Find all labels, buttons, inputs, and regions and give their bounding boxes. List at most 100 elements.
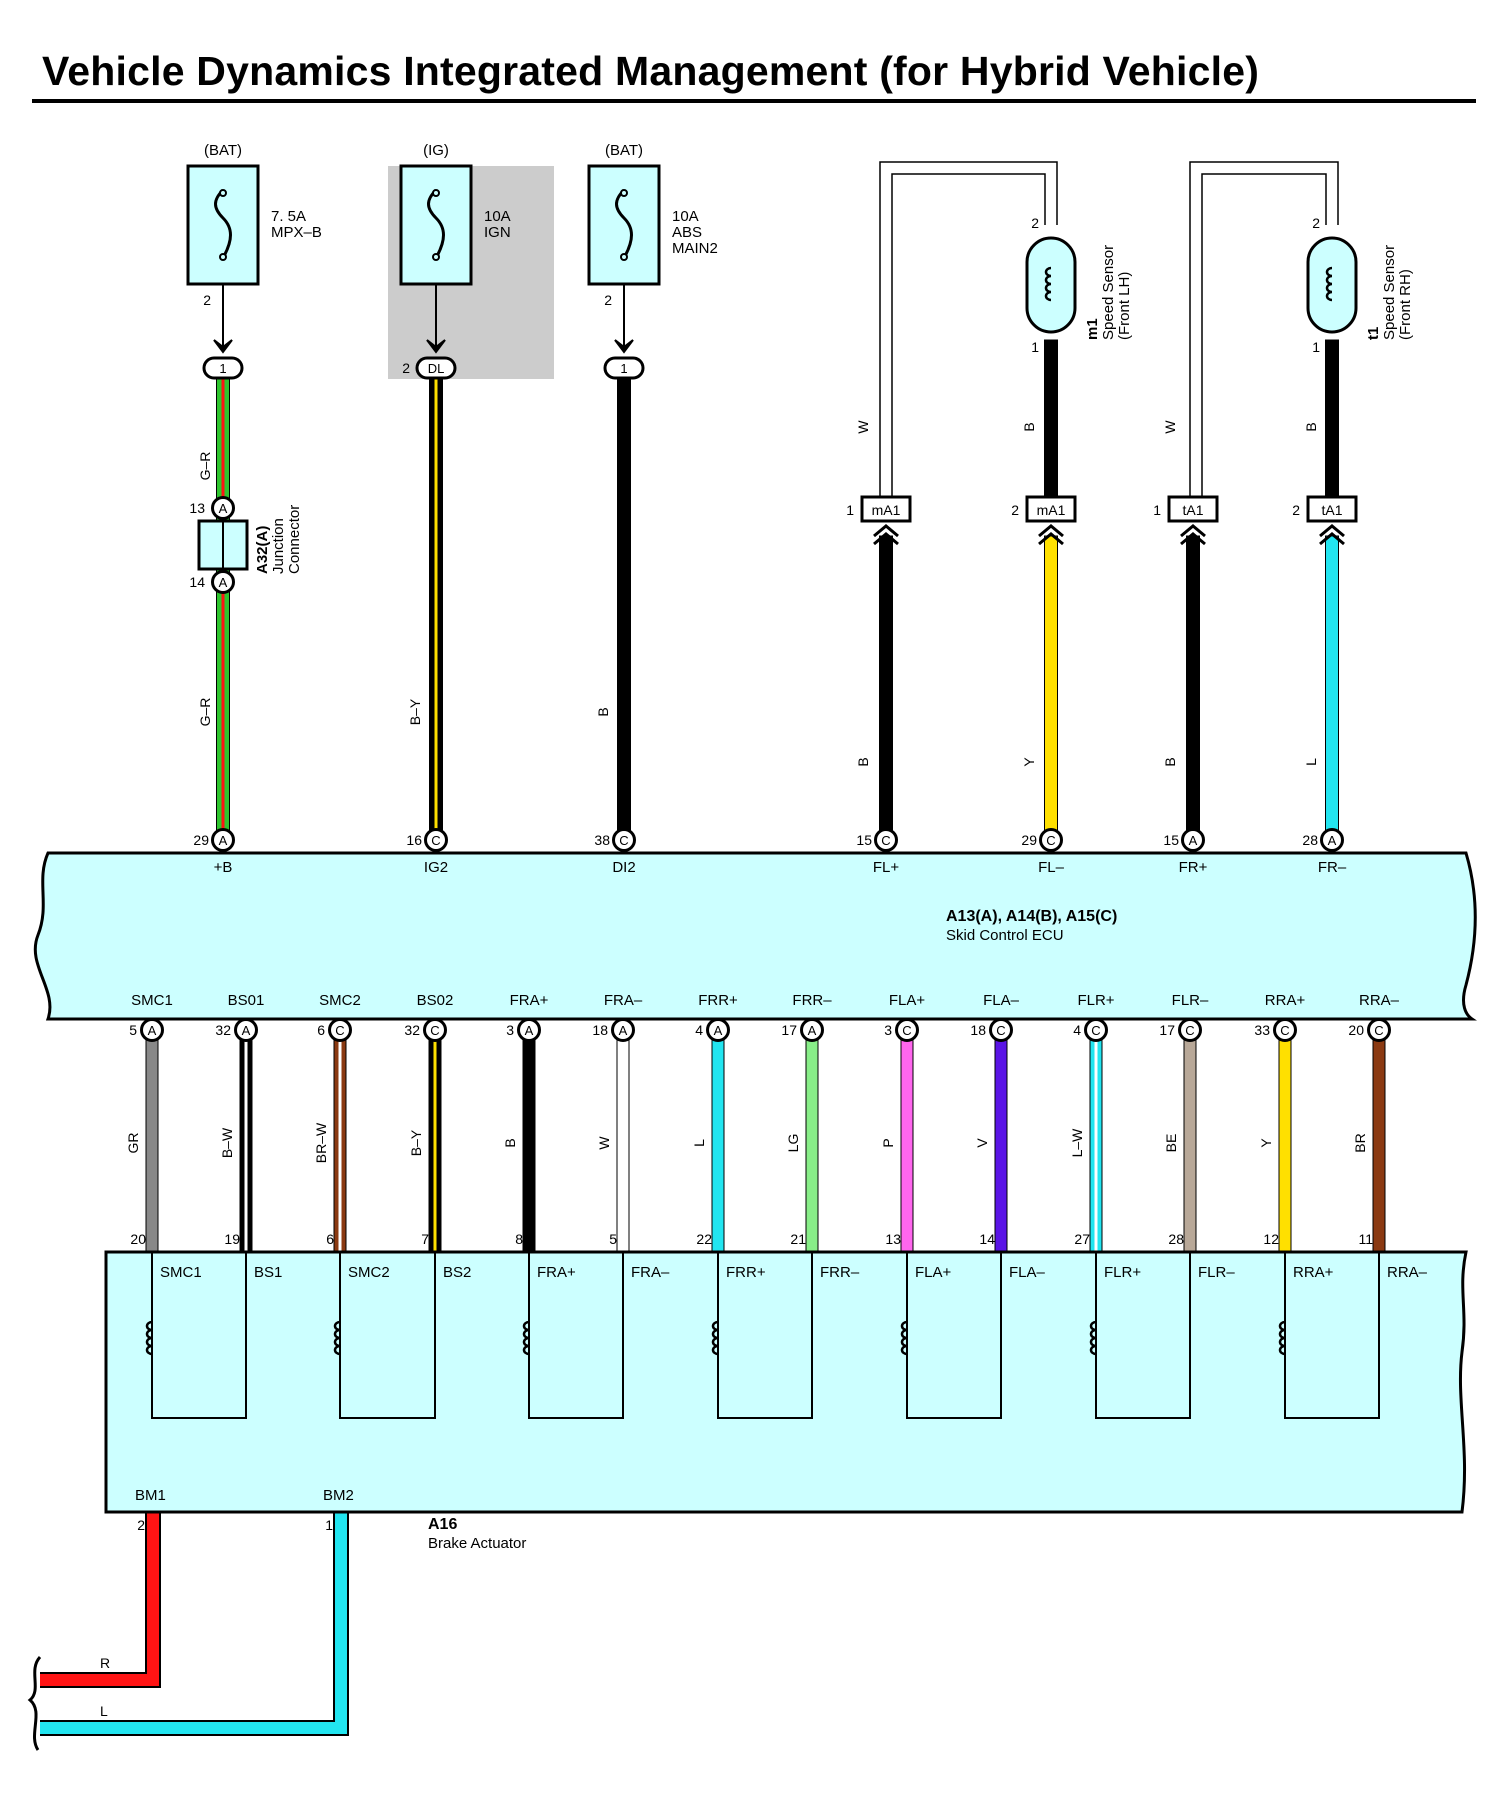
sensor-connector-3-label: tA1 xyxy=(1182,502,1203,518)
actuator-pin-8: 21 xyxy=(790,1231,806,1247)
fuse-3-rating-2: MAIN2 xyxy=(672,240,718,257)
actuator-coil-label-12: FLR– xyxy=(1198,1264,1235,1281)
wire-b-di2 xyxy=(617,377,631,841)
ecu-bottom-terminal-1-label: SMC1 xyxy=(131,992,173,1009)
ecu-top-terminal-7-pin: 28 xyxy=(1302,832,1318,848)
actuator-solenoid-7-coil xyxy=(1278,1320,1286,1356)
connector-dl-label: DL xyxy=(428,361,445,376)
actuator-coil-label-10: FLA– xyxy=(1009,1264,1046,1281)
ecu-bottom-terminal-11-pin: 4 xyxy=(1073,1022,1081,1038)
fuse-3-source: (BAT) xyxy=(605,142,643,159)
wire-mid-12-color-label: BE xyxy=(1163,1134,1179,1153)
speed-sensor-2-name-0: Speed Sensor xyxy=(1381,245,1398,340)
ecu-top-terminal-1-pin: 29 xyxy=(193,832,209,848)
wire-sensor-lower-4 xyxy=(1325,535,1339,841)
junction-pin-top xyxy=(211,496,235,520)
ecu-top-terminal-6-pin: 15 xyxy=(1163,832,1179,848)
junction-pin-bottom-number: 14 xyxy=(189,574,205,590)
junction-pin-top-number: 13 xyxy=(189,500,205,516)
actuator-coil-label-11: FLR+ xyxy=(1104,1264,1141,1281)
ecu-bottom-terminal-14-pin: 20 xyxy=(1348,1022,1364,1038)
ecu-top-terminal-7 xyxy=(1320,828,1344,852)
actuator-solenoid-1 xyxy=(151,1252,247,1419)
fuse-3-element xyxy=(615,188,633,259)
fuse-1-pin-b xyxy=(219,253,227,261)
ecu-top-terminal-1 xyxy=(211,828,235,852)
actuator-solenoid-5 xyxy=(906,1252,1002,1419)
actuator-pin-5: 8 xyxy=(515,1231,523,1247)
fuse-3-box xyxy=(587,164,661,286)
ecu-top-terminal-6-label: A xyxy=(1189,833,1198,848)
ecu-top-terminal-4-pin: 15 xyxy=(856,832,872,848)
ecu-top-terminal-5-label: C xyxy=(1046,833,1055,848)
connector-1-label: 1 xyxy=(219,361,226,376)
ecu-bottom-terminal-5-label: A xyxy=(525,1023,534,1038)
speed-sensor-1-pin-bottom: 1 xyxy=(1031,339,1039,355)
speed-sensor-2-name-1: (Front RH) xyxy=(1397,269,1414,340)
wire-label-top-9: Y xyxy=(1021,757,1037,767)
fuse-2-source: (IG) xyxy=(423,142,449,159)
ecu-bottom-terminal-6-label: A xyxy=(619,1023,628,1038)
fuse-2-element xyxy=(427,188,445,259)
ecu-bottom-terminal-3-label: C xyxy=(335,1023,344,1038)
ecu-bottom-terminal-13-label: C xyxy=(1280,1023,1289,1038)
actuator-pin-2: 19 xyxy=(224,1231,240,1247)
ground-break-mark xyxy=(27,1655,42,1751)
ecu-bottom-terminal-12 xyxy=(1178,1018,1202,1042)
fuse-3-pin-number: 2 xyxy=(604,292,612,308)
ecu-bottom-terminal-3-label: SMC2 xyxy=(319,992,361,1009)
actuator-coil-label-2: BS1 xyxy=(254,1264,282,1281)
actuator-solenoid-2 xyxy=(339,1252,436,1419)
ecu-top-terminal-7-label: FR– xyxy=(1318,859,1347,876)
fuse-1-element xyxy=(214,188,232,259)
actuator-coil-label-3: SMC2 xyxy=(348,1264,390,1281)
actuator-solenoid-4 xyxy=(717,1252,813,1419)
ecu-top-terminal-2-label: IG2 xyxy=(424,859,448,876)
ecu-bottom-terminal-7-label: A xyxy=(714,1023,723,1038)
wire-sensor-lh-b xyxy=(1044,339,1058,503)
ecu-bottom-terminal-14-label: RRA– xyxy=(1359,992,1400,1009)
sensor-connector-2-label: mA1 xyxy=(1037,502,1066,518)
actuator-pin-7: 22 xyxy=(696,1231,712,1247)
ground-wire-l-outline xyxy=(40,1512,349,1736)
ecu-bottom-terminal-10-pin: 18 xyxy=(970,1022,986,1038)
wire-mid-14 xyxy=(1372,1030,1386,1253)
sensor-loop-2-outer xyxy=(1189,161,1339,502)
ecu-top-terminal-6 xyxy=(1181,828,1205,852)
ecu-bottom-terminal-3-pin: 6 xyxy=(317,1022,325,1038)
wire-mid-6-color-label: W xyxy=(596,1136,612,1150)
ecu-bottom-terminal-5-pin: 3 xyxy=(506,1022,514,1038)
ecu-bottom-terminal-14-label: C xyxy=(1374,1023,1383,1038)
actuator-solenoid-6-coil xyxy=(1089,1320,1097,1356)
ecu-top-terminal-3 xyxy=(612,828,636,852)
wire-mid-13-color-label: Y xyxy=(1258,1138,1274,1148)
fuse-2-box xyxy=(399,164,473,286)
sensor-connector-3-chevron-0 xyxy=(1180,524,1206,538)
sensor-connector-2-chevron-1 xyxy=(1038,532,1064,546)
ecu-bottom-terminal-11-label: C xyxy=(1091,1023,1100,1038)
ecu-bottom-terminal-1-pin: 5 xyxy=(129,1022,137,1038)
wire-label-top-8: B xyxy=(855,757,871,766)
actuator-code: A16 xyxy=(428,1516,457,1533)
ecu-code: A13(A), A14(B), A15(C) xyxy=(946,908,1117,925)
brake-actuator xyxy=(104,1250,1468,1514)
ecu-top-terminal-6-label: FR+ xyxy=(1179,859,1208,876)
actuator-pin-14: 11 xyxy=(1358,1231,1373,1247)
wire-mid-9-color-label: P xyxy=(880,1138,896,1147)
actuator-pin-3: 6 xyxy=(326,1231,334,1247)
sensor-connector-4 xyxy=(1306,495,1358,523)
actuator-name: Brake Actuator xyxy=(428,1535,526,1552)
sensor-connector-2-chevron-0 xyxy=(1038,524,1064,538)
actuator-pin-10: 14 xyxy=(979,1231,995,1247)
sensor-connector-1-label: mA1 xyxy=(872,502,901,518)
actuator-pin-13: 12 xyxy=(1263,1231,1279,1247)
fuse-2-pin-a xyxy=(432,189,440,197)
ecu-bottom-terminal-13-pin: 33 xyxy=(1254,1022,1270,1038)
actuator-coil-label-7: FRR+ xyxy=(726,1264,766,1281)
connector-3-label: 1 xyxy=(620,361,627,376)
ecu-bottom-terminal-14 xyxy=(1367,1018,1391,1042)
ecu-bottom-terminal-8-label: FRR– xyxy=(792,992,832,1009)
fuse-2-rating-0: 10A xyxy=(484,208,511,225)
wire-mid-1 xyxy=(145,1030,159,1253)
wire-mid-11-color-label: L–W xyxy=(1069,1128,1085,1158)
